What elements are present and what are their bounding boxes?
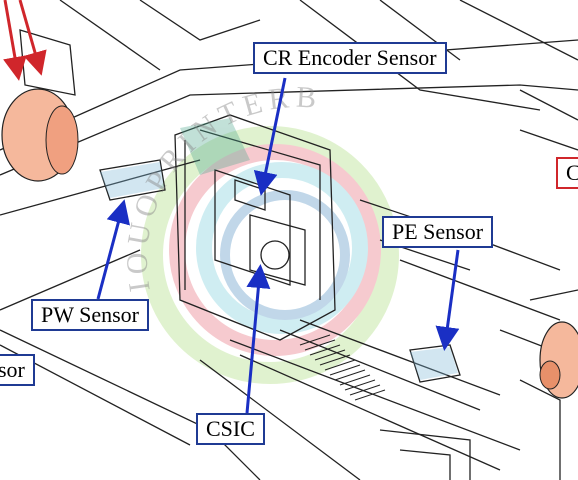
callout-arrows xyxy=(96,77,460,414)
pw-sensor-arrow xyxy=(96,199,130,300)
cr-encoder-arrow xyxy=(253,77,287,196)
csic-label: CSIC xyxy=(196,413,265,445)
right-partial-label: C xyxy=(556,157,578,189)
carriage-highlight xyxy=(100,118,458,380)
pe-sensor-label: PE Sensor xyxy=(382,216,494,248)
red-arrow-2 xyxy=(18,0,47,76)
cr-encoder-sensor-label: CR Encoder Sensor xyxy=(253,42,447,74)
csic-arrow xyxy=(245,264,271,414)
pw-sensor-label: PW Sensor xyxy=(31,299,149,331)
pe-sensor-arrow xyxy=(435,249,460,351)
red-callout-arrows xyxy=(3,0,47,81)
left-partial-label: sor xyxy=(0,354,35,386)
left-motor xyxy=(1,88,79,182)
red-arrow-1 xyxy=(3,0,27,81)
watermark-logo xyxy=(141,126,399,384)
right-motor xyxy=(539,321,578,399)
